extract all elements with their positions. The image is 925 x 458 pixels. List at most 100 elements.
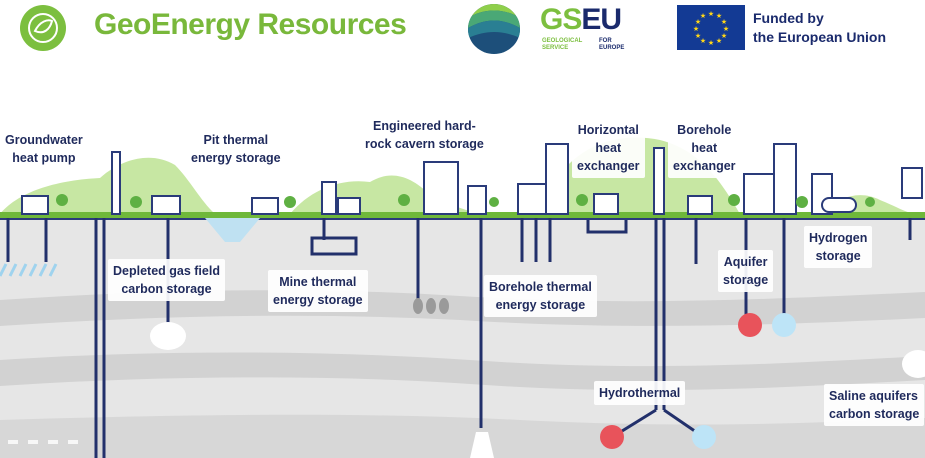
tree xyxy=(398,194,410,206)
saline-reservoir xyxy=(470,432,494,458)
label-hydrogen-storage: Hydrogen storage xyxy=(804,226,873,268)
house xyxy=(151,195,181,215)
svg-text:★: ★ xyxy=(700,12,706,20)
apartment-block xyxy=(423,161,459,215)
label-line: Borehole thermal xyxy=(489,280,592,294)
tank xyxy=(467,185,487,215)
mine-headframe xyxy=(321,181,337,215)
tree xyxy=(489,197,499,207)
label-engineered-cavern-storage: Engineered hard- rock cavern storage xyxy=(360,114,489,156)
label-aquifer-storage: Aquifer storage xyxy=(718,250,774,292)
label-hydrothermal: Hydrothermal xyxy=(594,381,686,405)
eu-funding-text: Funded by the European Union xyxy=(753,9,886,47)
house xyxy=(687,195,713,215)
apartment-block xyxy=(545,143,569,215)
label-line: energy storage xyxy=(495,298,586,312)
rock-layer xyxy=(0,290,925,326)
label-line: heat xyxy=(595,141,622,155)
tree xyxy=(56,194,68,206)
gseu-sub-line: EUROPE xyxy=(599,45,625,51)
grass-strip xyxy=(0,212,925,219)
hydrogen-tank xyxy=(821,197,857,213)
gseu-wordmark: GSEU xyxy=(540,3,622,37)
tree xyxy=(576,194,588,206)
label-horizontal-heat-exchanger: Horizontal heat exchanger xyxy=(572,118,645,178)
gseu-sub-line: SERVICE xyxy=(542,45,569,51)
hot-reservoir xyxy=(738,313,762,337)
svg-text:★: ★ xyxy=(695,32,701,40)
label-line: carbon storage xyxy=(829,407,920,421)
plant-tower xyxy=(653,147,665,215)
svg-text:★: ★ xyxy=(716,12,722,20)
label-line: Mine thermal xyxy=(279,275,357,289)
label-groundwater-heat-pump: Groundwater heat pump xyxy=(0,128,88,170)
label-line: energy storage xyxy=(191,151,281,165)
svg-text:★: ★ xyxy=(695,18,701,26)
label-line: carbon storage xyxy=(121,282,212,296)
label-pit-thermal-storage: Pit thermal energy storage xyxy=(186,128,286,170)
label-line: Groundwater xyxy=(5,133,83,147)
label-line: Hydrogen xyxy=(809,231,868,245)
svg-text:★: ★ xyxy=(708,39,714,47)
saline-reservoir xyxy=(902,350,925,378)
label-borehole-heat-exchanger: Borehole heat exchanger xyxy=(668,118,741,178)
house xyxy=(337,197,361,215)
gseu-logo-icon xyxy=(468,4,520,54)
label-mine-thermal-storage: Mine thermal energy storage xyxy=(268,270,368,312)
svg-text:★: ★ xyxy=(708,10,714,18)
svg-text:★: ★ xyxy=(723,25,729,33)
gseu-sub-line: GEOLOGICAL xyxy=(542,38,583,44)
label-line: storage xyxy=(723,273,769,287)
tree xyxy=(130,196,142,208)
label-borehole-thermal-storage: Borehole thermal energy storage xyxy=(484,275,597,317)
cold-reservoir xyxy=(692,425,716,449)
apartment-block xyxy=(773,143,797,215)
pit-storage xyxy=(205,218,260,242)
gseu-sub-line: FOR xyxy=(599,38,612,44)
label-depleted-gas-field: Depleted gas field carbon storage xyxy=(108,259,225,301)
label-line: Pit thermal xyxy=(203,133,269,147)
rock-layer xyxy=(0,352,925,391)
tree xyxy=(796,196,808,208)
factory-chimney xyxy=(111,151,121,215)
cold-reservoir xyxy=(772,313,796,337)
label-line: exchanger xyxy=(673,159,736,173)
label-line: heat pump xyxy=(12,151,76,165)
label-saline-aquifers: Saline aquifers carbon storage xyxy=(824,384,925,426)
house xyxy=(21,195,49,215)
label-line: Borehole xyxy=(677,123,732,137)
house xyxy=(251,197,279,215)
pavement-markings xyxy=(8,440,78,444)
tree xyxy=(865,197,875,207)
cavern xyxy=(426,298,436,314)
eu-funded-line: Funded by xyxy=(753,10,824,26)
house xyxy=(593,193,619,215)
hot-reservoir xyxy=(600,425,624,449)
gseu-gs: GS xyxy=(540,3,582,36)
label-line: heat xyxy=(691,141,718,155)
tree xyxy=(284,196,296,208)
offshore-rig xyxy=(901,167,923,199)
mine-chamber xyxy=(310,236,358,256)
svg-text:★: ★ xyxy=(700,37,706,45)
label-line: Hydrothermal xyxy=(599,386,681,400)
apartment-block xyxy=(517,183,549,215)
brand-title: GeoEnergy Resources xyxy=(94,8,407,41)
label-line: rock cavern storage xyxy=(365,137,484,151)
groundwater-hatch xyxy=(0,263,58,277)
cavern xyxy=(413,298,423,314)
tree xyxy=(728,194,740,206)
cavern xyxy=(439,298,449,314)
label-line: Depleted gas field xyxy=(113,264,220,278)
label-line: Aquifer xyxy=(723,255,768,269)
svg-text:★: ★ xyxy=(716,37,722,45)
label-line: Horizontal xyxy=(577,123,639,137)
label-line: Engineered hard- xyxy=(373,119,476,133)
eu-funded-line: the European Union xyxy=(753,29,886,45)
rock-layer xyxy=(0,414,925,458)
label-line: Saline aquifers xyxy=(829,389,918,403)
gas-reservoir xyxy=(150,322,186,350)
globe-leaf-logo-icon xyxy=(20,5,66,51)
gseu-eu: EU xyxy=(581,3,622,36)
